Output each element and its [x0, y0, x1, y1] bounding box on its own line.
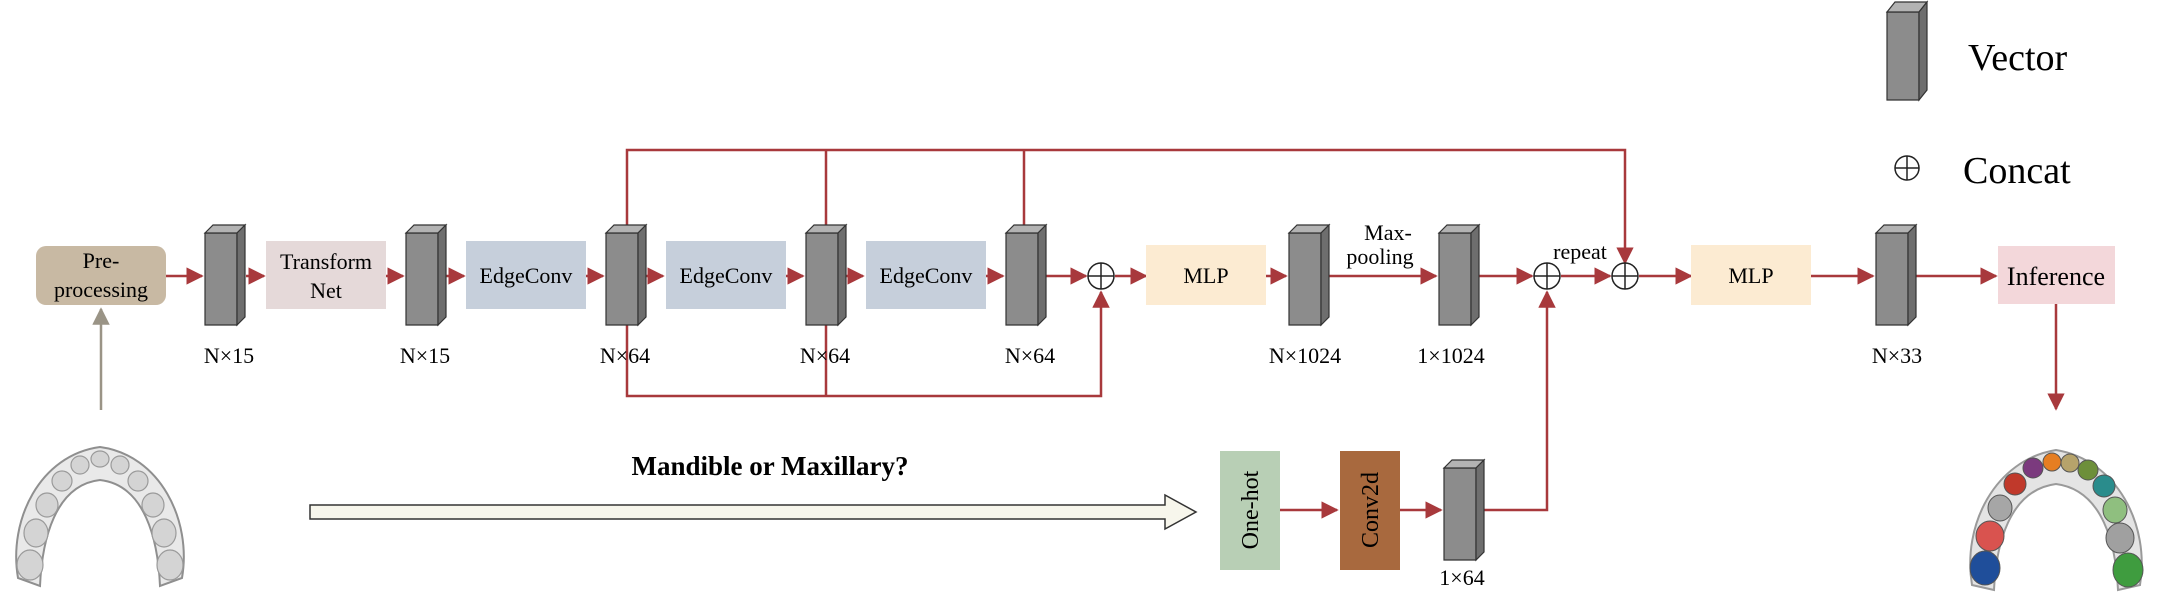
dim-label-7: 1×1024 [1417, 343, 1484, 368]
main-flow-arrows [166, 267, 2065, 519]
vector-8 [1875, 224, 1917, 326]
preprocessing-line2: processing [54, 277, 148, 302]
dim-label-8: N×33 [1872, 343, 1922, 368]
repeat-label: repeat [1553, 239, 1607, 264]
edgeconv-block-2: EdgeConv [666, 241, 786, 309]
onehot-block: One-hot [1220, 451, 1280, 570]
onehot-label: One-hot [1238, 470, 1264, 549]
concat-node-3 [1611, 262, 1639, 290]
conv2d-label: Conv2d [1358, 472, 1384, 548]
edgeconv-2-label: EdgeConv [680, 263, 773, 288]
transform-net-line2: Net [310, 278, 342, 303]
inference-label: Inference [2007, 262, 2105, 291]
question-label: Mandible or Maxillary? [632, 451, 909, 481]
legend-concat-label: Concat [1963, 150, 2071, 192]
vector-1 [204, 224, 246, 326]
preprocessing-line1: Pre- [83, 248, 120, 273]
legend-vector-icon [1885, 0, 1929, 102]
concat-node-1 [1087, 262, 1115, 290]
vector-5 [1005, 224, 1047, 326]
legend-vector-label: Vector [1968, 37, 2068, 79]
dim-label-2: N×15 [400, 343, 450, 368]
dim-label-5: N×64 [1005, 343, 1055, 368]
vector-3 [605, 224, 647, 326]
concat-node-2 [1533, 262, 1561, 290]
dim-label-1: N×15 [204, 343, 254, 368]
preprocessing-block: Pre- processing [36, 246, 166, 305]
dimension-labels: N×15 N×15 N×64 N×64 N×64 N×1024 1×1024 N… [204, 343, 1922, 590]
mlp-1-label: MLP [1183, 263, 1228, 288]
question-arrow [309, 493, 1198, 531]
dim-label-9: 1×64 [1439, 565, 1484, 590]
mlp-block-1: MLP [1146, 245, 1266, 305]
vector-7 [1438, 224, 1480, 326]
vector-9 [1443, 459, 1485, 561]
edgeconv-block-1: EdgeConv [466, 241, 586, 309]
input-jaw-image [15, 445, 185, 588]
dim-label-3: N×64 [600, 343, 650, 368]
skip-connections [625, 148, 1634, 398]
conv2d-block: Conv2d [1340, 451, 1400, 570]
dim-label-4: N×64 [800, 343, 850, 368]
mlp-block-2: MLP [1691, 245, 1811, 305]
maxpooling-line1: Max- [1364, 220, 1412, 245]
legend: Vector Concat [1885, 0, 2071, 192]
vector-6 [1288, 224, 1330, 326]
legend-concat-icon [1894, 155, 1920, 181]
maxpooling-line2: pooling [1346, 244, 1413, 269]
edgeconv-block-3: EdgeConv [866, 241, 986, 309]
edgeconv-3-label: EdgeConv [880, 263, 973, 288]
vector-2 [405, 224, 447, 326]
transform-net-block: Transform Net [266, 241, 386, 309]
vector-4 [805, 224, 847, 326]
transform-net-line1: Transform [280, 249, 372, 274]
inference-block: Inference [1998, 246, 2115, 304]
mlp-2-label: MLP [1728, 263, 1773, 288]
output-jaw-image [1969, 448, 2144, 592]
edgeconv-1-label: EdgeConv [480, 263, 573, 288]
dim-label-6: N×1024 [1269, 343, 1341, 368]
